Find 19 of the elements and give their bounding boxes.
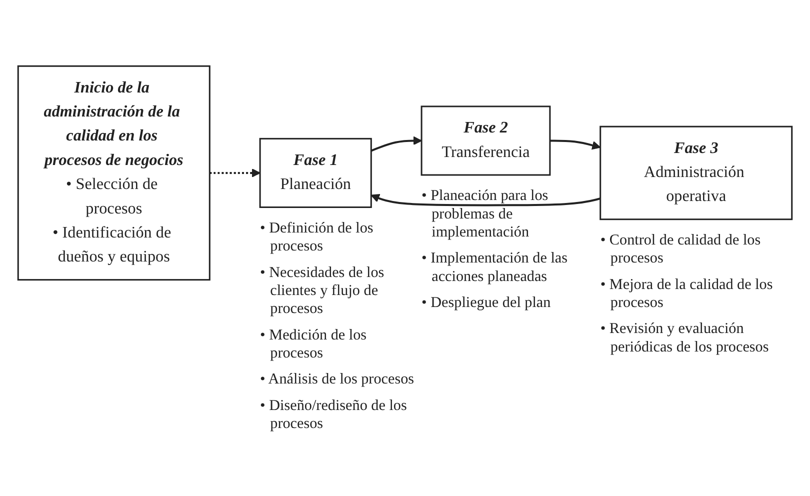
arrow <box>370 194 601 207</box>
node-box: Fase 3 Administración operativa <box>600 126 793 221</box>
bullet-item: • Análisis de los procesos <box>260 370 416 390</box>
bullet-item: • Definición de los procesos <box>260 220 374 256</box>
arrow <box>210 168 260 178</box>
bullet-item: • Control de calidad de los procesos <box>600 232 762 268</box>
arrow <box>550 140 601 150</box>
bullet-item: • Implementación de las acciones planeadas <box>422 250 568 286</box>
node-box: Fase 1 Planeación <box>259 138 372 208</box>
bullet-item: • Despliegue del plan <box>422 294 552 312</box>
bullet-item: • Planeación para los problemas de implementación <box>422 188 550 242</box>
bullet-item: • Diseño/rediseño de los procesos <box>260 397 408 434</box>
node-box: Inicio de la administración de la calidad en los procesos de negocios • Selección de procesos • Identificación de dueños y equipos <box>17 66 210 281</box>
node-box: Fase 2 Transferencia <box>420 106 551 176</box>
arrow <box>370 136 422 152</box>
bullet-item: • Revisión y evaluación periódicas de los procesos <box>600 320 770 357</box>
bullet-item: • Medición de los procesos <box>260 326 368 363</box>
bullet-item: • Mejora de la calidad de los procesos <box>600 276 774 312</box>
bullet-item: • Necesidades de los clientes y flujo de procesos <box>260 264 386 319</box>
